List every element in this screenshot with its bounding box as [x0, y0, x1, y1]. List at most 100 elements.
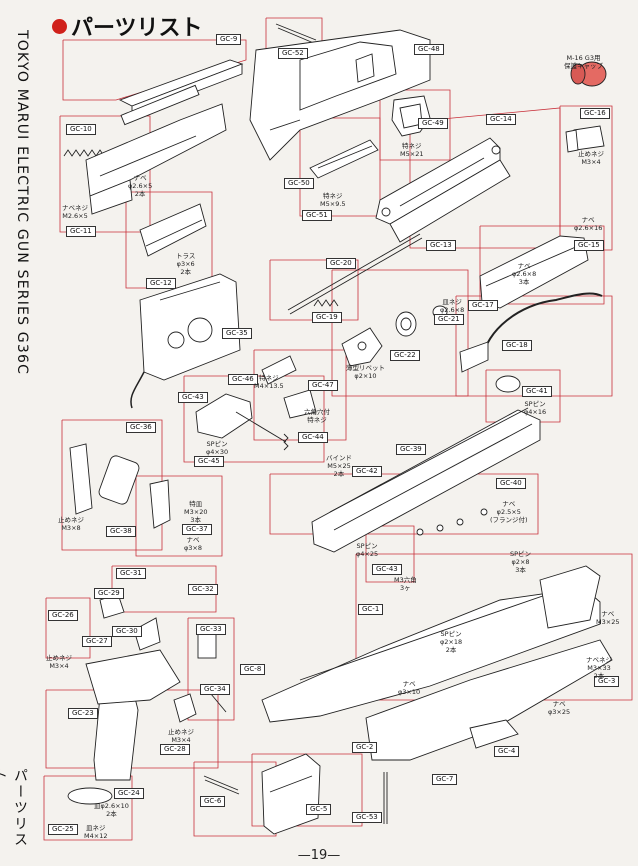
note-screw: ナベ φ2.5×5 (フランジ付) [490, 500, 528, 524]
note-rivet: 薄型リベット φ2×10 [346, 364, 385, 380]
label-gc35: GC-35 [222, 328, 252, 339]
page-number: —19— [297, 848, 341, 863]
label-gc1: GC-1 [358, 604, 384, 615]
label-gc13: GC-13 [426, 240, 456, 251]
gc23-grip [85, 649, 181, 781]
label-gc28: GC-28 [160, 744, 190, 755]
side-series-title: TOKYO MARUI ELECTRIC GUN SERIES G36C [14, 30, 30, 376]
label-gc39: GC-39 [396, 444, 426, 455]
note-screw: 皿ネジ M4×12 [84, 824, 108, 840]
label-gc11: GC-11 [66, 226, 96, 237]
side-section-title: パーツリスト [0, 768, 28, 848]
label-gc51: GC-51 [302, 210, 332, 221]
outline-gc33-34 [187, 617, 235, 721]
outline-gc36 [61, 419, 163, 551]
label-gc16: GC-16 [580, 108, 610, 119]
outline-gc5 [251, 753, 363, 827]
outline-gc37 [135, 475, 223, 557]
gc17-gc18-wiring [459, 292, 603, 373]
page-title: パーツリスト [71, 16, 203, 41]
gc43-gc45-selector [195, 393, 287, 443]
note-screw: ナベ φ3×8 [184, 536, 203, 552]
label-gc6: GC-6 [200, 796, 226, 807]
label-gc21: GC-21 [434, 314, 464, 325]
label-gc43: GC-43 [178, 392, 208, 403]
gc29-gc30-trigger [99, 593, 161, 651]
note-screw: 止めネジ M3×4 [46, 654, 72, 670]
label-gc24: GC-24 [114, 788, 144, 799]
label-gc44: GC-44 [298, 432, 328, 443]
outline-gc17-18 [455, 295, 613, 397]
gc1-lower-receiver [261, 565, 613, 761]
label-gc19: GC-19 [312, 312, 342, 323]
gc49-sight [391, 95, 431, 137]
label-gc40: GC-40 [496, 478, 526, 489]
label-gc15: GC-15 [574, 240, 604, 251]
note-screw: 特ネジ M4×13.5 [254, 374, 284, 390]
note-screw: 特皿 M3×20 3本 [184, 500, 208, 524]
outline-gc16 [559, 105, 613, 251]
gc20-barrel [287, 233, 423, 315]
outline-receiver [355, 553, 633, 701]
outline-gc43b [365, 525, 415, 583]
gc19-spring [313, 299, 339, 307]
note-screw: ナベ φ3×25 [548, 700, 571, 716]
label-gc2: GC-2 [352, 742, 378, 753]
gc10-spring [63, 149, 105, 157]
label-gc46: GC-46 [228, 374, 258, 385]
label-gc9: GC-9 [216, 34, 242, 45]
note-screw: ナベネジ M3×33 2本 [586, 656, 612, 680]
gc53-rod [383, 772, 388, 824]
note-screw: トラス φ3×6 2本 [176, 252, 196, 276]
note-screw: 止めネジ M3×8 [58, 516, 84, 532]
page-number-value: 19 [310, 848, 328, 863]
gc39-lower-rail [311, 407, 541, 553]
note-screw: ナベ φ2.6×16 [574, 216, 603, 232]
label-gc29: GC-29 [94, 588, 124, 599]
label-gc18: GC-18 [502, 340, 532, 351]
label-gc41: GC-41 [522, 386, 552, 397]
gc11-bolt-carrier [85, 84, 227, 215]
label-gc32: GC-32 [188, 584, 218, 595]
label-gc37: GC-37 [182, 524, 212, 535]
gc14-gc13-slide [375, 137, 511, 243]
gc22-hopup-unit [341, 327, 383, 367]
note-pin: SPピン φ4×25 [356, 542, 379, 558]
note-screw: ナベ φ2.6×5 2本 [128, 174, 153, 198]
gc12-cover [139, 203, 207, 257]
label-gc26: GC-26 [48, 610, 78, 621]
gc33-gc34-magrelease [197, 633, 227, 713]
note-screw: 皿ネジ φ2.6×8 [440, 298, 465, 314]
gc16-flash-hider [565, 125, 605, 153]
label-gc52: GC-52 [278, 48, 308, 59]
gc41-nut [495, 375, 521, 393]
m16-cap [570, 61, 607, 87]
gc4-magazine-well [469, 719, 519, 749]
gc5-battery-housing [261, 753, 321, 835]
gc52-pin [275, 23, 317, 45]
label-gc50: GC-50 [284, 178, 314, 189]
gc24-bottom-plate [67, 787, 113, 805]
label-gc27: GC-27 [82, 636, 112, 647]
outline-gc46-47 [253, 349, 347, 441]
note-screw: ナベネジ M2.6×5 [62, 204, 88, 220]
gc6-pin [203, 775, 240, 795]
gc28-lever [173, 693, 197, 723]
label-gc53: GC-53 [352, 812, 382, 823]
outline-gc41 [485, 369, 561, 423]
note-pin: SPピン φ2×18 2本 [440, 630, 463, 654]
label-gc20: GC-20 [326, 258, 356, 269]
label-gc12: GC-12 [146, 278, 176, 289]
outline-gc20-19 [269, 259, 359, 321]
gc46-gc47-trigger-parts [261, 355, 317, 419]
label-gc8: GC-8 [240, 664, 266, 675]
label-gc30: GC-30 [112, 626, 142, 637]
label-gc5: GC-5 [306, 804, 332, 815]
note-screw: 特ネジ M5×21 [400, 142, 424, 158]
outline-gc26-27 [45, 597, 91, 659]
note-screw: ナベ M3×25 [596, 610, 620, 626]
note-pin: SPピン φ2×8 3本 [510, 550, 532, 574]
gc36-motor [98, 455, 140, 505]
